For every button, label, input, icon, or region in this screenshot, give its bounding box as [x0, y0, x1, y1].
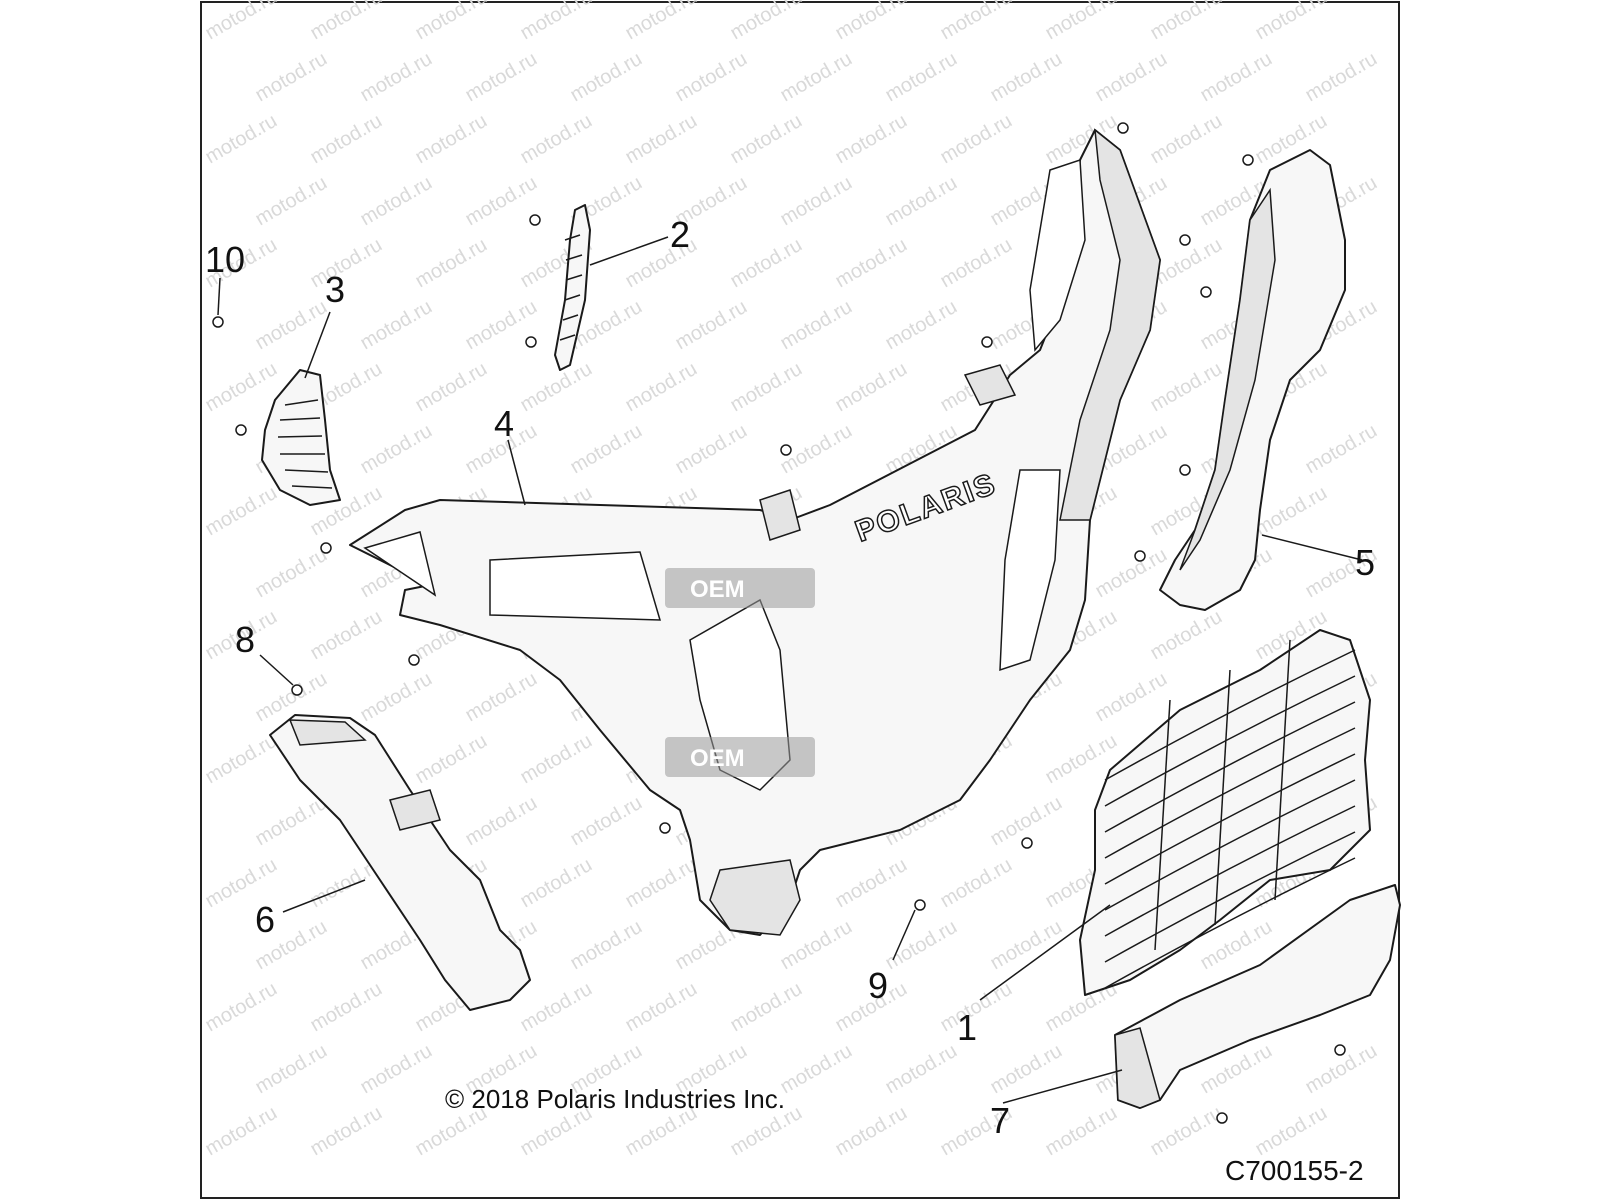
- leader-line-3: [304, 311, 331, 379]
- grille-mesh-pattern: [1104, 639, 1356, 989]
- fastener-screw: [212, 316, 224, 328]
- fastener-screw: [235, 424, 247, 436]
- callout-3: 3: [325, 269, 345, 310]
- fastener-screw: [659, 822, 671, 834]
- leader-line-7: [1002, 1069, 1123, 1104]
- grille-mesh-line: [1104, 753, 1356, 885]
- fastener-screw: [1179, 234, 1191, 246]
- fastener-screw: [1179, 464, 1191, 476]
- grille-mesh-line: [1104, 779, 1356, 911]
- grille-mesh-line: [1104, 701, 1356, 833]
- part-3-side-grille: [261, 369, 341, 506]
- fastener-screw: [1021, 837, 1033, 849]
- callout-5: 5: [1355, 542, 1375, 583]
- leader-line-10: [217, 277, 221, 316]
- grille-mesh-line: [1214, 669, 1231, 926]
- leader-line-1: [979, 904, 1111, 1001]
- figure-id: C700155-2: [1225, 1155, 1364, 1186]
- oem-badge-2: OEM: [665, 737, 815, 777]
- part-1-grille-mesh: [1079, 629, 1371, 996]
- grille-mesh-line: [1104, 805, 1356, 937]
- fastener-screw: [1200, 286, 1212, 298]
- part-2-vent-strip: [554, 204, 591, 371]
- oem-badge-1: OEM: [665, 568, 815, 608]
- part-6-lower-side-panel: [269, 714, 531, 1011]
- callout-8: 8: [235, 619, 255, 660]
- oem-badge-text: OEM: [690, 745, 745, 772]
- fastener-screw: [1117, 122, 1129, 134]
- leader-line-4: [507, 439, 526, 506]
- fastener-screw: [525, 336, 537, 348]
- grille-mesh-line: [1104, 831, 1356, 963]
- leader-line-9: [892, 909, 916, 961]
- oem-badge-text: OEM: [690, 576, 745, 603]
- fastener-screw: [1216, 1112, 1228, 1124]
- fastener-screw: [529, 214, 541, 226]
- fastener-screw: [408, 654, 420, 666]
- callout-10: 10: [205, 239, 245, 280]
- part-7-lower-cover: [1114, 884, 1401, 1109]
- fastener-screw: [1334, 1044, 1346, 1056]
- leader-lines: [217, 236, 1363, 1104]
- part-5-side-panel: [1159, 149, 1346, 611]
- fastener-screw: [981, 336, 993, 348]
- fastener-screw: [780, 444, 792, 456]
- callout-6: 6: [255, 899, 275, 940]
- fastener-screw: [914, 899, 926, 911]
- fastener-screw: [1134, 550, 1146, 562]
- leader-line-8: [259, 654, 294, 686]
- fastener-screw: [291, 684, 303, 696]
- fastener-screw: [1242, 154, 1254, 166]
- grille-mesh-line: [1104, 649, 1356, 781]
- part-4-front-bumper: POLARIS: [349, 128, 1161, 936]
- leader-line-5: [1261, 534, 1363, 561]
- callout-9: 9: [868, 965, 888, 1006]
- fastener-group: [212, 122, 1346, 1124]
- grille-mesh-line: [1274, 639, 1291, 901]
- grille-mesh-line: [1104, 857, 1356, 989]
- callout-4: 4: [494, 403, 514, 444]
- copyright-notice: © 2018 Polaris Industries Inc.: [445, 1084, 785, 1114]
- callout-7: 7: [990, 1100, 1010, 1141]
- grille-mesh-line: [1104, 675, 1356, 807]
- grille-mesh-line: [1154, 699, 1171, 951]
- leader-line-2: [589, 236, 669, 266]
- leader-line-6: [282, 879, 366, 913]
- grille-mesh-line: [1104, 727, 1356, 859]
- callout-1: 1: [957, 1007, 977, 1048]
- fastener-screw: [320, 542, 332, 554]
- callout-2: 2: [670, 214, 690, 255]
